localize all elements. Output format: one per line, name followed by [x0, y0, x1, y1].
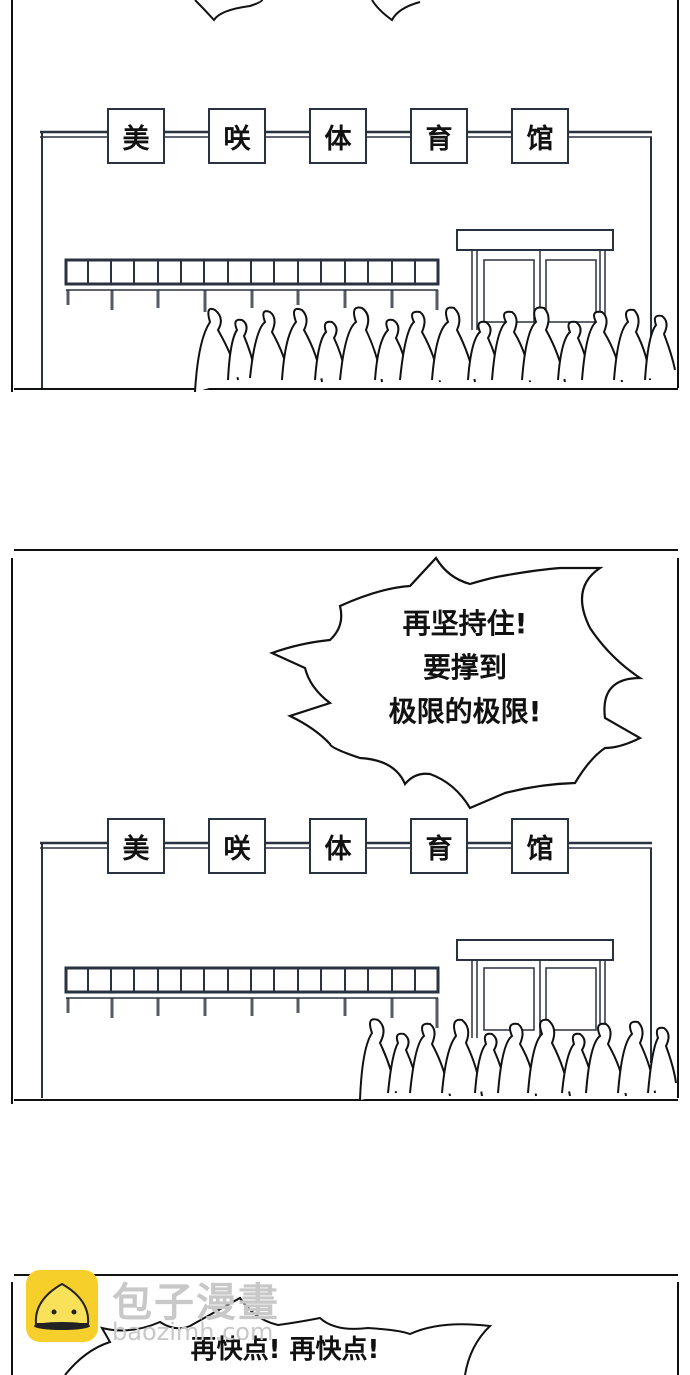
sign-char-4: 育 [410, 108, 468, 164]
sign-char-2: 咲 [208, 818, 266, 874]
baozi-logo-icon [26, 1270, 98, 1342]
speech-bubble-text: 再快点! 再快点! [190, 1335, 380, 1365]
sign-char-3: 体 [309, 108, 367, 164]
panel-3-artwork [11, 1274, 679, 1375]
comic-panel-3: 再快点! 再快点! [0, 1270, 690, 1375]
panel-1-artwork [11, 0, 679, 393]
speech-bubble-shout [269, 556, 644, 810]
crowd-silhouettes [194, 306, 676, 393]
sign-char-3: 体 [309, 818, 367, 874]
comic-panel-2: 再坚持住! 要撑到 极限的极限! 美 咲 体 育 馆 [0, 548, 690, 1108]
watermark-url: baozimh.com [112, 1318, 274, 1346]
sign-char-5: 馆 [511, 818, 569, 874]
crowd-silhouettes [359, 1018, 677, 1101]
speech-line-3: 极限的极限! [388, 695, 542, 728]
watermark-title: 包子漫畫 [112, 1280, 280, 1326]
sign-char-2: 咲 [208, 108, 266, 164]
comic-panel-1: 美 咲 体 育 馆 [0, 0, 690, 395]
speech-bubble-shout [64, 1296, 493, 1375]
speech-bubble-text: 再坚持住! 要撑到 极限的极限! [350, 602, 580, 734]
sign-char-1: 美 [107, 818, 165, 874]
bun-mascot-icon [34, 1282, 90, 1330]
sign-char-1: 美 [107, 108, 165, 164]
speech-line-2: 要撑到 [422, 651, 507, 684]
sign-char-5: 馆 [511, 108, 569, 164]
speech-line-1: 再坚持住! [402, 607, 528, 640]
sign-char-4: 育 [410, 818, 468, 874]
